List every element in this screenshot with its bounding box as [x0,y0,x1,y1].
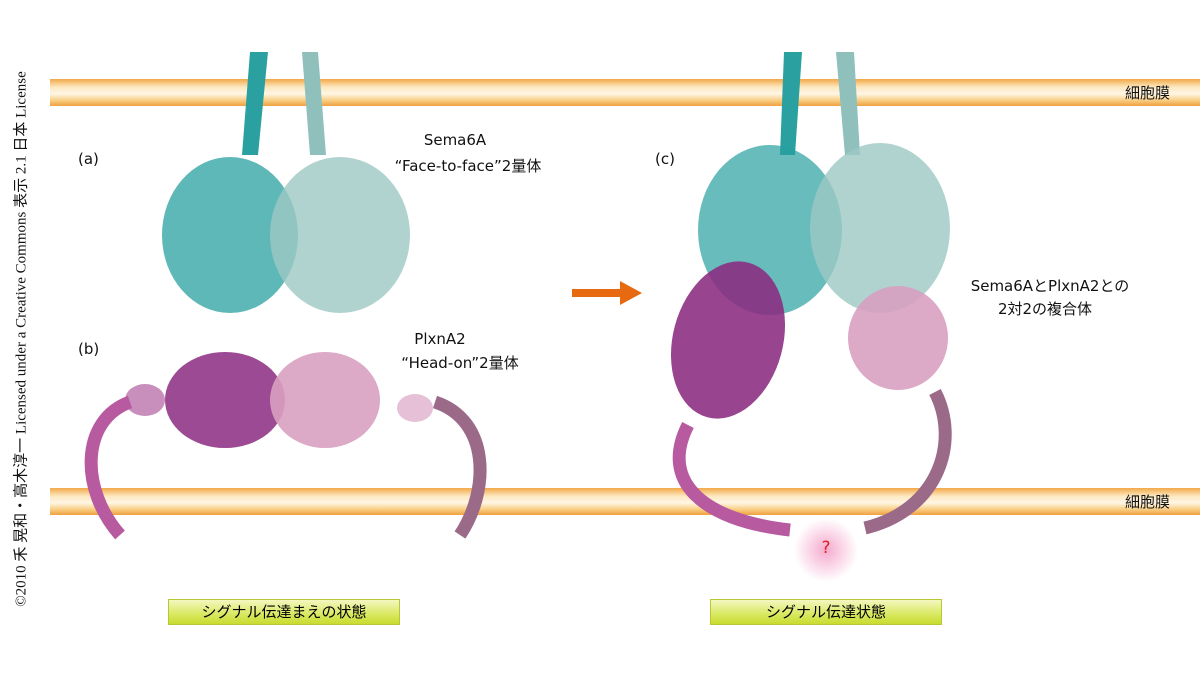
plxna2-protomer-1-c [670,261,786,419]
panel-a-title: Sema6A [423,131,487,149]
panel-c-tag: (c) [655,150,675,168]
panel-b-subtitle: “Head-on”2量体 [401,354,519,372]
panel-c-line1: Sema6AとPlxnA2との [970,277,1130,295]
panel-c-line2: 2対2の複合体 [997,300,1093,318]
sema6a-protomer-2 [270,157,410,313]
panel-a-subtitle: “Face-to-face”2量体 [394,157,542,175]
state-label-before: シグナル伝達まえの状態 [168,599,400,625]
plxna2-protomer-2-c [848,286,948,390]
plxna2-stalk-1 [84,395,133,540]
panel-a-tag: (a) [78,150,99,168]
plxna2-stalk-2-c [863,389,952,535]
sema-tm-helix-1 [242,52,268,155]
sema6a-protomer-1 [162,157,298,313]
panel-b-title: PlxnA2 [414,330,466,348]
plxna2-protomer-2 [270,352,380,448]
panel-b-tag: (b) [78,340,100,358]
state-label-after: シグナル伝達状態 [710,599,942,625]
unknown-interaction-glow [794,518,858,582]
plxna2-stalk-2 [432,395,487,539]
sema-tm-helix-2-c [836,52,860,155]
transition-arrow [572,281,642,305]
membrane-top [50,79,1200,106]
sema-tm-helix-2 [302,52,326,155]
plxna2-protomer-1 [165,352,285,448]
sema-tm-helix-1-c [780,52,802,155]
membrane-bottom [50,488,1200,515]
question-mark: ? [821,538,831,558]
membrane-label-bottom: 細胞膜 [1125,493,1171,511]
membrane-label-top: 細胞膜 [1125,84,1171,102]
sema6a-protomer-2-c [810,143,950,313]
plxna2-stalk-1-c [672,422,791,537]
